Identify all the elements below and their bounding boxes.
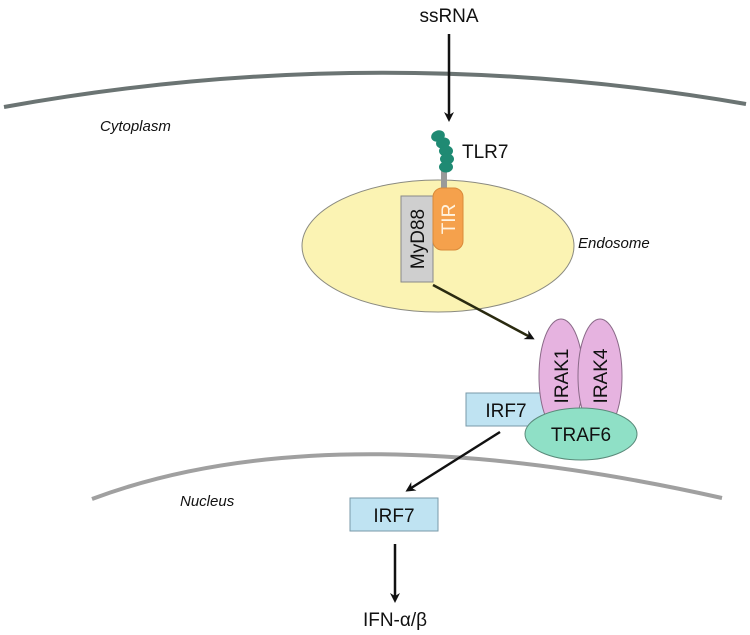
tlr7-receptor bbox=[431, 130, 454, 173]
tlr7-stem bbox=[441, 170, 447, 192]
tlr7-label: TLR7 bbox=[462, 142, 508, 163]
tir-label: TIR bbox=[439, 204, 460, 235]
cytoplasm-label: Cytoplasm bbox=[100, 118, 171, 135]
myd88-box bbox=[400, 195, 434, 283]
tlr7-bead bbox=[440, 153, 454, 165]
irak4-label: IRAK4 bbox=[591, 348, 612, 403]
nucleus-label: Nucleus bbox=[180, 493, 235, 510]
myd88-to-irak-arrow bbox=[432, 283, 535, 340]
ifn-label: IFN-α/β bbox=[363, 610, 427, 631]
tir-domain bbox=[432, 187, 464, 251]
traf6-label: TRAF6 bbox=[551, 425, 611, 446]
irf7-nucleus-box bbox=[349, 497, 439, 532]
irak1-label: IRAK1 bbox=[552, 349, 573, 404]
irf7-cytoplasm-label: IRF7 bbox=[485, 401, 526, 422]
nuclear-membrane bbox=[91, 452, 723, 501]
traf6 bbox=[524, 407, 638, 461]
tlr7-bead bbox=[439, 145, 453, 157]
ssrna-label: ssRNA bbox=[419, 6, 478, 27]
plasma-membrane bbox=[3, 70, 747, 109]
irf7-nucleus-label: IRF7 bbox=[373, 506, 414, 527]
myd88-label: MyD88 bbox=[408, 209, 429, 269]
irf7-translocation-arrow bbox=[405, 430, 501, 492]
tlr7-bead bbox=[439, 161, 453, 173]
endosome-label: Endosome bbox=[578, 235, 650, 252]
